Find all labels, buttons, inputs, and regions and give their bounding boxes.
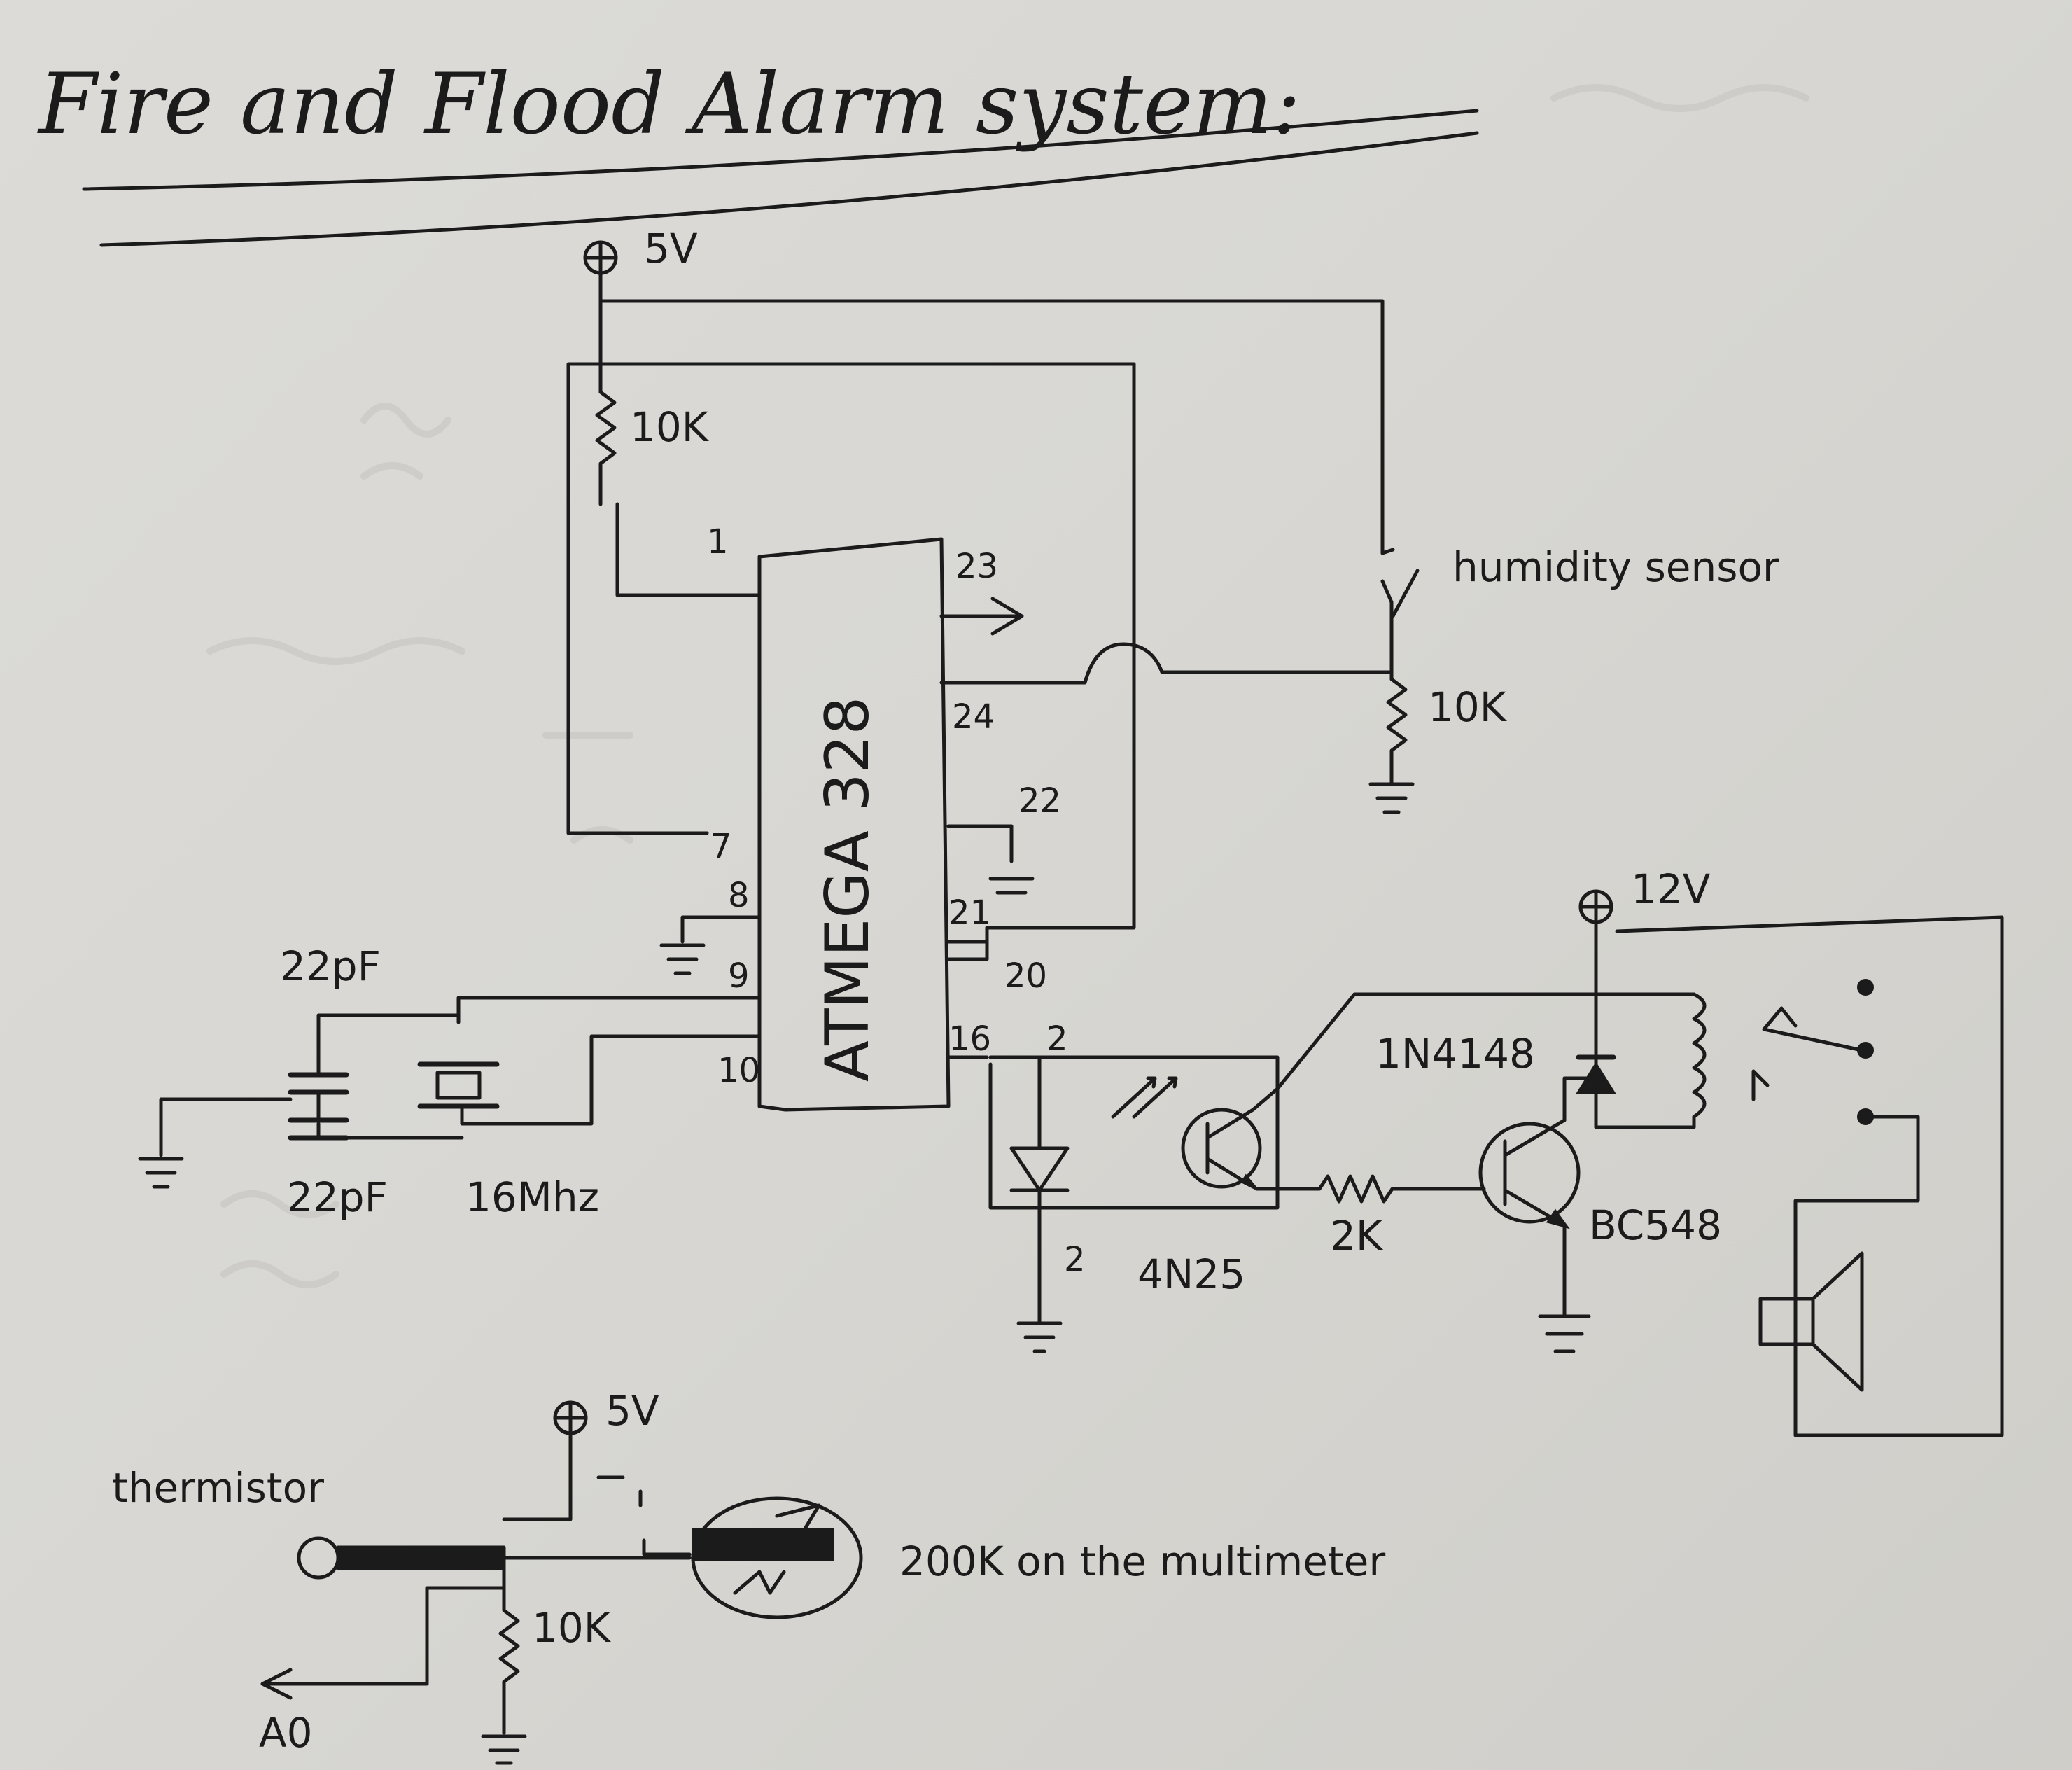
optocoupler-4n25: 2 2 4N25	[946, 1019, 1280, 1353]
flyback-diode-1n4148: 1N4148	[1376, 920, 1616, 1094]
thermistor-label: thermistor	[112, 1464, 324, 1512]
opto-pin-top: 2	[1046, 1019, 1068, 1059]
wire-left-loop	[566, 362, 709, 835]
pin-9-label: 9	[728, 956, 750, 996]
pin-8-label: 8	[728, 876, 750, 915]
supply-12v: 12V	[1578, 865, 1711, 924]
pin-22-label: 22	[1018, 781, 1061, 821]
pin-7-label: 7	[710, 827, 732, 866]
cap-top-label: 22pF	[280, 942, 381, 990]
wire-speaker-loop	[1615, 915, 2004, 1437]
atmega328-chip: ATMEGA 328	[757, 537, 951, 1112]
crystal-freq-label: 16Mhz	[465, 1173, 599, 1221]
humidity-sensor-switch: humidity sensor	[1380, 543, 1779, 681]
wire-pin20-rail	[946, 926, 989, 961]
label-12v: 12V	[1631, 865, 1711, 913]
humidity-sensor-label: humidity sensor	[1452, 543, 1779, 591]
pin-16-label: 16	[948, 1019, 991, 1059]
multimeter: 200K on the multimeter	[691, 1496, 1385, 1619]
resistor-thermistor-divider: 10K	[481, 1556, 612, 1765]
wire-thermistor-5v	[502, 1431, 692, 1556]
analog-output-a0: A0	[259, 1586, 506, 1757]
diagram-title: Fire and Flood Alarm system:	[37, 56, 1301, 153]
speaker	[1758, 1251, 1864, 1392]
label-5v-bottom: 5V	[606, 1387, 659, 1435]
transistor-label: BC548	[1589, 1201, 1722, 1249]
label-sensor-10k: 10K	[1428, 683, 1508, 731]
wire-opto-collector	[1251, 992, 1598, 1112]
supply-5v-bottom: 5V	[553, 1387, 659, 1435]
transistor-bc548: BC548	[1478, 1076, 1722, 1353]
pin-10-label: 10	[718, 1051, 760, 1090]
divider-10k-label: 10K	[532, 1604, 612, 1652]
cap-bottom-label: 22pF	[287, 1173, 388, 1221]
pin-23-label: 23	[955, 547, 998, 586]
wire-pin24-sensor	[939, 642, 1392, 685]
pin22-21-ground	[946, 824, 1035, 895]
chip-pin-labels: 1 23 24 22 7 8 9 21 20 10 16	[707, 522, 1061, 1090]
pin8-9-ground	[659, 915, 762, 975]
pin-21-label: 21	[948, 893, 991, 933]
label-reset-10k: 10K	[630, 403, 710, 451]
title-block: Fire and Flood Alarm system:	[37, 56, 1479, 247]
a0-label: A0	[259, 1709, 313, 1757]
wire-pin1-reset	[615, 502, 762, 597]
label-5v-top: 5V	[644, 225, 698, 272]
diode-label: 1N4148	[1376, 1030, 1535, 1078]
supply-5v-top: 5V	[583, 225, 698, 275]
chip-label: ATMEGA 328	[813, 697, 883, 1082]
resistor-sensor-pulldown: 10K	[1368, 677, 1508, 814]
relay	[1594, 979, 1874, 1129]
resistor-reset-pullup: 10K	[595, 390, 710, 506]
crystal-oscillator: 22pF 22pF 16Mhz	[138, 942, 762, 1221]
pin-24-label: 24	[952, 697, 995, 737]
pin-1-label: 1	[707, 522, 729, 562]
resistor-base: 2K	[1254, 1174, 1486, 1260]
optocoupler-label: 4N25	[1138, 1250, 1245, 1298]
base-resistor-label: 2K	[1330, 1212, 1384, 1260]
opto-pin-bottom: 2	[1064, 1240, 1086, 1279]
pin23-output-arrow	[939, 597, 1024, 636]
pin-20-label: 20	[1004, 956, 1047, 996]
multimeter-reading: 200K on the multimeter	[899, 1538, 1385, 1585]
embossed-ghost-marks	[206, 84, 1809, 1288]
thermistor: thermistor	[112, 1464, 692, 1580]
